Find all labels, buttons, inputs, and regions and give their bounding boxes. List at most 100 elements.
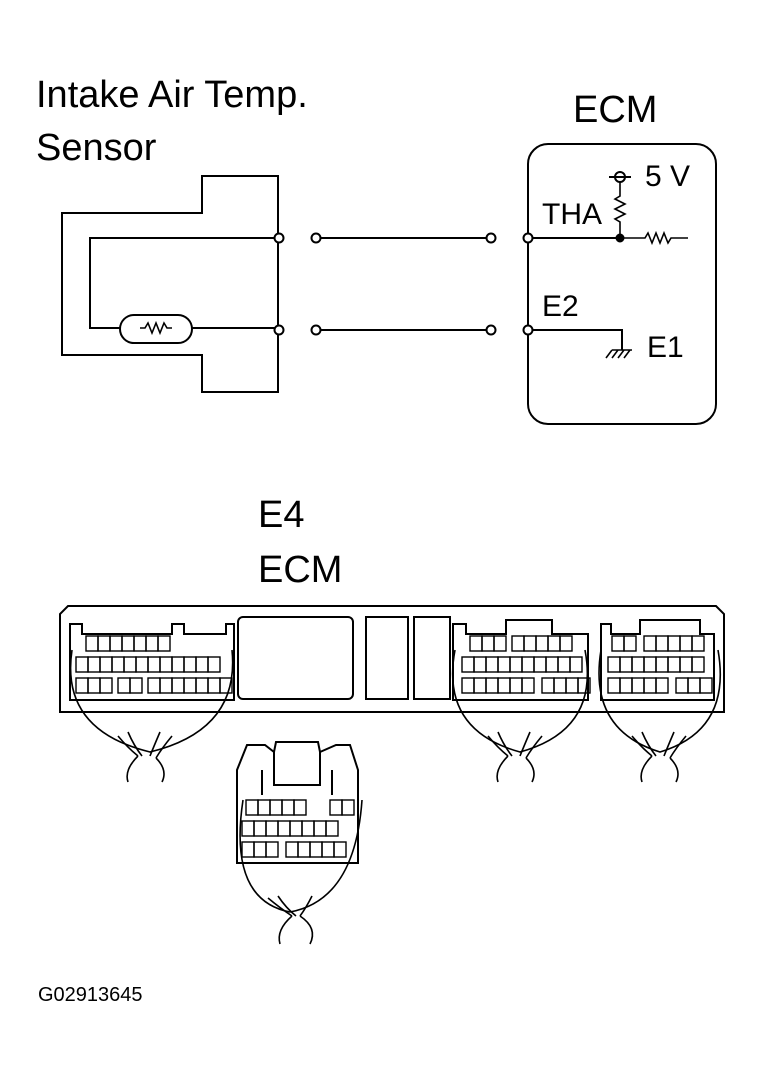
connector-cavity <box>643 635 657 652</box>
connector-cavity <box>547 635 561 652</box>
ecm-connector-body <box>59 605 725 713</box>
connector-cavity <box>461 677 475 694</box>
connector-cavity <box>631 677 645 694</box>
connector-cavity <box>469 635 483 652</box>
connector-cavity <box>97 635 111 652</box>
connector-cavity <box>183 656 197 673</box>
ecm-connector-center-window <box>237 616 354 700</box>
connector-cavity <box>195 677 209 694</box>
connector-cavity <box>541 677 555 694</box>
wire-harness-a <box>69 649 234 783</box>
connector-cavity <box>253 841 267 858</box>
connector-cavity <box>497 656 511 673</box>
connector-cavity <box>159 656 173 673</box>
sensor-terminal-2 <box>273 324 285 336</box>
connector-cavity <box>171 656 185 673</box>
connector-cavity <box>133 635 147 652</box>
connector-cavity <box>147 656 161 673</box>
ecm-connector-socket-c <box>600 619 715 701</box>
connector-cavity <box>619 656 633 673</box>
connector-cavity <box>135 656 149 673</box>
connector-cavity <box>309 841 323 858</box>
sensor-housing <box>61 175 279 393</box>
connector-cavity <box>329 799 343 816</box>
connector-cavity <box>509 656 523 673</box>
connector-cavity <box>301 820 315 837</box>
connector-cavity <box>87 677 101 694</box>
socket-outline <box>69 623 235 701</box>
connector-cavity <box>559 635 573 652</box>
connector-cavity <box>253 820 267 837</box>
connector-cavity <box>265 841 279 858</box>
connector-cavity <box>699 677 713 694</box>
connector-cavity <box>207 656 221 673</box>
connector-cavity <box>147 677 161 694</box>
connector-cavity <box>145 635 159 652</box>
connector-cavity <box>111 656 125 673</box>
connector-cavity <box>619 677 633 694</box>
connector-cavity <box>109 635 123 652</box>
connector-cavity <box>687 677 701 694</box>
connector-cavity <box>473 677 487 694</box>
connector-cavity <box>623 635 637 652</box>
supply-voltage-label: 5 V <box>645 160 690 193</box>
connector-cavity <box>207 677 221 694</box>
ecm-terminal-e2 <box>522 324 534 336</box>
connector-cavity <box>117 677 131 694</box>
socket-outline <box>600 619 715 701</box>
connector-cavity <box>277 820 291 837</box>
connector-cavity <box>655 635 669 652</box>
connector-cavity <box>509 677 523 694</box>
connector-cavity <box>473 656 487 673</box>
connector-cavity <box>611 635 625 652</box>
connector-cavity <box>631 656 645 673</box>
sensor-title-line1: Intake Air Temp. <box>36 74 308 116</box>
connector-cavity <box>333 841 347 858</box>
connector-cavity <box>481 635 495 652</box>
connector-cavity <box>241 820 255 837</box>
ecm-connector-socket-b <box>452 619 591 701</box>
wire-harness-b <box>451 649 589 783</box>
pin-label-e2: E2 <box>542 290 579 323</box>
connector-cavity <box>245 799 259 816</box>
connector-cavity <box>265 820 279 837</box>
socket-outline <box>452 619 589 701</box>
connector-cavity <box>545 656 559 673</box>
connector-cavity <box>679 656 693 673</box>
connector-cavity <box>643 677 657 694</box>
connector-cavity <box>257 799 271 816</box>
connector-cavity <box>679 635 693 652</box>
connector-cavity <box>691 656 705 673</box>
harness-wires <box>310 232 497 336</box>
pin-label-tha: THA <box>542 198 602 231</box>
connector-cavity <box>655 656 669 673</box>
connector-cavity <box>607 656 621 673</box>
figure-id-label: G02913645 <box>38 984 143 1006</box>
connector-code-label: E4 <box>258 494 304 536</box>
connector-cavity <box>667 635 681 652</box>
connector-cavity <box>241 841 255 858</box>
connector-cavity <box>75 656 89 673</box>
connector-cavity <box>643 656 657 673</box>
connector-cavity <box>675 677 689 694</box>
connector-cavity <box>553 677 567 694</box>
ecm-connector-divider-left <box>365 616 409 700</box>
connector-cavity <box>325 820 339 837</box>
connector-cavity <box>521 656 535 673</box>
connector-cavity <box>511 635 525 652</box>
connector-cavity <box>485 677 499 694</box>
connector-cavity <box>159 677 173 694</box>
connector-cavity <box>691 635 705 652</box>
connector-cavity <box>99 677 113 694</box>
connector-cavity <box>667 656 681 673</box>
ecm-terminal-tha <box>522 232 534 244</box>
connector-cavity <box>281 799 295 816</box>
connector-cavity <box>195 656 209 673</box>
sensor-terminal-1 <box>273 232 285 244</box>
connector-cavity <box>219 677 233 694</box>
connector-cavity <box>497 677 511 694</box>
sensor-title-line2: Sensor <box>36 127 157 169</box>
connector-cavity <box>557 656 571 673</box>
